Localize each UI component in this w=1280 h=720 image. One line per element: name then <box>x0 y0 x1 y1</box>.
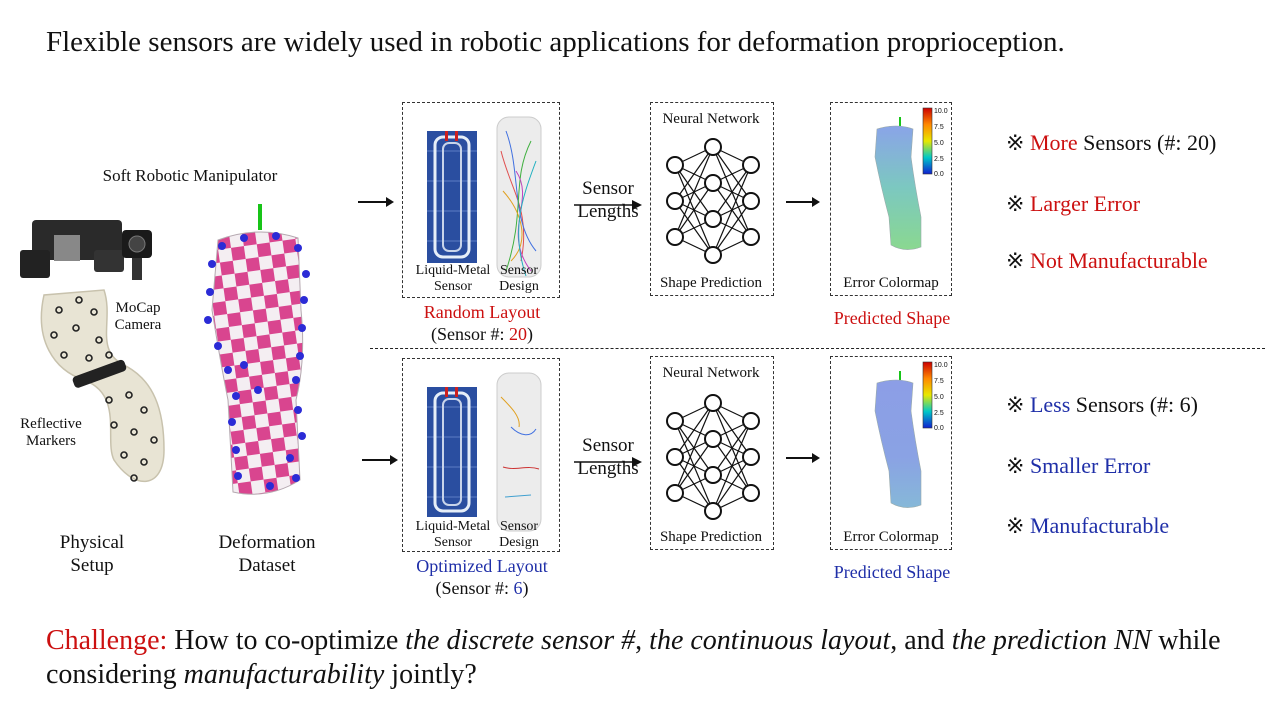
random-layout-caption: Random Layout (Sensor #: 20) <box>423 302 541 344</box>
bullet-less-sensors: ※ Less Sensors (#: 6) <box>1006 392 1198 417</box>
colorbar-tick: 5.0 <box>934 140 944 147</box>
error-colormap-label: Error Colormap <box>843 275 939 291</box>
mocap-camera-label: MoCap Camera <box>114 300 162 334</box>
sensor-design-label: Sensor Design <box>499 519 539 551</box>
colorbar-tick: 5.0 <box>934 394 944 401</box>
neural-network-icon <box>666 138 760 264</box>
bullet-larger-error: ※ Larger Error <box>1006 191 1141 216</box>
bullet-smaller-error: ※ Smaller Error <box>1006 453 1151 478</box>
arrow-right-icon <box>358 197 394 207</box>
sensor-layout-box-bottom: Liquid-Metal Sensor Sensor Design <box>402 358 560 552</box>
deformation-dataset-image <box>204 204 310 495</box>
shape-prediction-label: Shape Prediction <box>659 529 763 545</box>
arrow-right-icon <box>786 453 820 463</box>
bullet-manufacturable: ※ Manufacturable <box>1006 513 1170 538</box>
liquid-metal-sensor-label: Liquid-Metal Sensor <box>415 263 491 295</box>
page-title: Flexible sensors are widely used in robo… <box>46 26 1065 58</box>
challenge-statement: Challenge: How to co-optimize the discre… <box>46 625 1221 690</box>
colorbar-legend: 10.0 7.5 5.0 2.5 0.0 <box>922 107 948 178</box>
colorbar-tick: 10.0 <box>934 362 948 369</box>
arrow-right-icon <box>574 457 642 467</box>
arrow-right-icon <box>786 197 820 207</box>
liquid-metal-sensor-image <box>427 387 477 517</box>
bullet-more-sensors: ※ More Sensors (#: 20) <box>1006 130 1217 155</box>
colorbar-tick: 0.0 <box>934 171 944 178</box>
colorbar-tick: 2.5 <box>934 156 944 163</box>
predicted-shape-image <box>874 117 922 250</box>
neural-network-title: Neural Network <box>662 365 760 381</box>
colorbar-tick: 7.5 <box>934 378 944 385</box>
soft-robotic-manipulator-label: Soft Robotic Manipulator <box>102 166 278 185</box>
predicted-shape-image <box>874 371 922 508</box>
error-colormap-label: Error Colormap <box>843 529 939 545</box>
neural-network-title: Neural Network <box>662 111 760 127</box>
colorbar-legend: 10.0 7.5 5.0 2.5 0.0 <box>922 361 948 432</box>
sensor-design-image <box>496 116 542 278</box>
error-colormap-box-top: 10.0 7.5 5.0 2.5 0.0 Error Colormap <box>830 102 952 296</box>
physical-setup-label: Physical Setup <box>59 532 125 576</box>
sensor-design-image <box>496 372 542 532</box>
bullet-not-manufacturable: ※ Not Manufacturable <box>1006 248 1208 273</box>
physical-setup-image <box>20 220 165 483</box>
liquid-metal-sensor-image <box>427 131 477 263</box>
neural-network-box-top: Neural Network Shape Prediction <box>650 102 774 296</box>
error-colormap-box-bottom: 10.0 7.5 5.0 2.5 0.0 Error Colormap <box>830 356 952 550</box>
shape-prediction-label: Shape Prediction <box>659 275 763 291</box>
colorbar-tick: 7.5 <box>934 124 944 131</box>
colorbar-tick: 2.5 <box>934 410 944 417</box>
liquid-metal-sensor-label: Liquid-Metal Sensor <box>415 519 491 551</box>
reflective-markers-label: Reflective Markers <box>20 416 82 450</box>
sensor-layout-box-top: Liquid-Metal Sensor Sensor Design <box>402 102 560 298</box>
colorbar-tick: 0.0 <box>934 425 944 432</box>
challenge-label: Challenge: <box>46 625 168 656</box>
predicted-shape-label-bottom: Predicted Shape <box>833 562 951 582</box>
row-divider <box>370 348 1265 349</box>
arrow-right-icon <box>362 455 398 465</box>
predicted-shape-label-top: Predicted Shape <box>833 308 951 328</box>
arrow-right-icon <box>574 200 642 210</box>
deformation-dataset-label: Deformation Dataset <box>218 532 316 576</box>
sensor-design-label: Sensor Design <box>499 263 539 295</box>
axis-green-line <box>258 204 262 230</box>
neural-network-box-bottom: Neural Network Shape Prediction <box>650 356 774 550</box>
neural-network-icon <box>666 394 760 520</box>
sensor-lengths-label-bottom: Sensor Lengths <box>577 435 639 479</box>
colorbar-tick: 10.0 <box>934 108 948 115</box>
optimized-layout-caption: Optimized Layout (Sensor #: 6) <box>416 556 548 598</box>
sensor-lengths-label-top: Sensor Lengths <box>577 178 639 222</box>
